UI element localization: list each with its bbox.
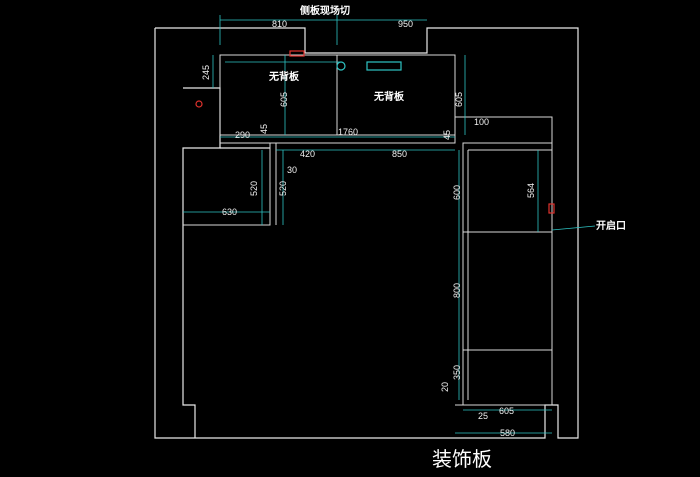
dimension-text: 420 xyxy=(300,149,315,159)
dimension-text: 45 xyxy=(442,130,452,140)
dimension-text: 600 xyxy=(452,185,462,200)
dimension-text: 290 xyxy=(235,130,250,140)
appliance-outline xyxy=(366,61,402,71)
red-marker-top xyxy=(289,50,305,57)
decorative-panel-title: 装饰板 xyxy=(432,448,492,471)
red-marker-right xyxy=(548,203,555,214)
dimension-text: 605 xyxy=(279,92,289,107)
dimension-text: 564 xyxy=(526,183,536,198)
dimension-text: 1760 xyxy=(338,127,358,137)
dimension-text: 100 xyxy=(474,117,489,127)
side-panel-marker-end xyxy=(336,61,346,71)
red-circle-marker xyxy=(195,100,203,108)
opening-leader xyxy=(551,225,596,231)
dimension-text: 950 xyxy=(398,19,413,29)
dimension-text: 245 xyxy=(201,65,211,80)
counter-line xyxy=(220,116,553,144)
dimension-text: 605 xyxy=(454,92,464,107)
dimension-text: 45 xyxy=(259,124,269,134)
dimension-text: 630 xyxy=(222,207,237,217)
dimension-text: 20 xyxy=(440,382,450,392)
dimension-text: 350 xyxy=(452,365,462,380)
dimension-text: 30 xyxy=(287,165,297,175)
dimension-text: 605 xyxy=(499,406,514,416)
dimension-text: 580 xyxy=(500,428,515,438)
dimension-text: 520 xyxy=(249,181,259,196)
dimension-text: 850 xyxy=(392,149,407,159)
dimension-text: 520 xyxy=(278,181,288,196)
side-panel-cut-label: 侧板现场切 xyxy=(300,4,350,17)
left-return-cabinet xyxy=(183,143,271,226)
no-back-panel-label: 无背板 xyxy=(268,70,300,83)
right-cabinet-column xyxy=(462,142,553,406)
opening-label: 开启口 xyxy=(596,219,626,232)
dimension-text: 25 xyxy=(478,411,488,421)
outer-wall xyxy=(154,27,579,439)
left-inner-wall xyxy=(182,87,221,438)
dimension-text: 810 xyxy=(272,19,287,29)
no-back-panel-label: 无背板 xyxy=(373,90,405,103)
dimension-text: 800 xyxy=(452,283,462,298)
